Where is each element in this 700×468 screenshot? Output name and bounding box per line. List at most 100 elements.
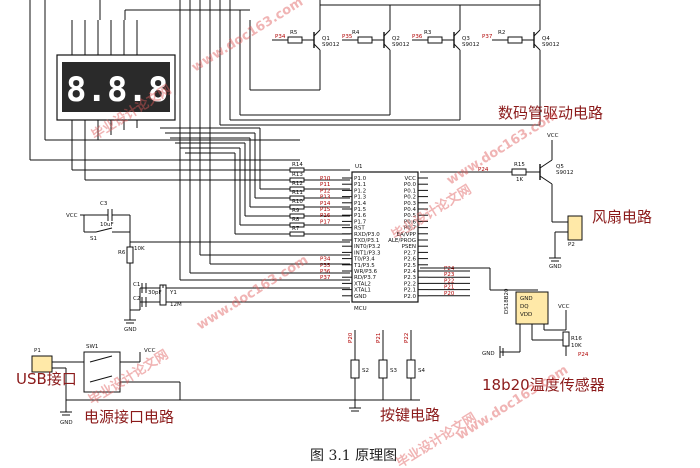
crystal-circuit: C1 C2 30pF Y1 12M GND [124, 282, 350, 333]
mcu-pin-label: P1.3 [354, 195, 367, 201]
mcu-net-label: P21 [444, 285, 454, 291]
mcu-pin-label: XTAL1 [354, 288, 371, 294]
mcu-net-label: P37 [320, 275, 331, 281]
mcu-pin-label: P2.2 [404, 281, 416, 287]
mcu-pin-label: PSEN [402, 244, 416, 250]
resistor-label: R14 [292, 162, 303, 168]
mcu-pin-label: WR/P3.6 [354, 269, 378, 275]
fan-transistor: Q5 [556, 164, 564, 170]
mcu-pin-label: P2.4 [404, 269, 417, 275]
mcu-net-label: P13 [320, 195, 331, 201]
crystal-value: 12M [170, 302, 182, 308]
driver-resistor: R2 [498, 30, 505, 36]
driver-q2: P35 R4 Q2 S9012 [342, 29, 410, 90]
resistor-label: R7 [292, 226, 300, 232]
reset-vcc: VCC [66, 213, 78, 219]
segment-resistors: R14 R13 R12 R11 R10 R9 R8 R7 [289, 162, 350, 237]
fan-transistor-type: S9012 [556, 170, 574, 176]
driver-net: P34 [275, 34, 286, 40]
reset-cap-value: 10uF [100, 222, 114, 228]
fan-connector: P2 [568, 242, 575, 248]
label-display-driver: 数码管驱动电路 [498, 104, 603, 122]
driver-net: P35 [342, 34, 353, 40]
mcu-net-label: P34 [320, 257, 331, 263]
mcu-pin-label: T0/P3.4 [353, 257, 375, 263]
resistor-label: R10 [292, 199, 303, 205]
mcu-pin-label: RD/P3.7 [354, 275, 376, 281]
mcu-pin-label: P1.4 [354, 201, 367, 207]
fan-circuit: VCC R15 1K Q5 S9012 P2 GND P24 [420, 133, 583, 270]
mcu-pin-label: ALE/PROG [388, 238, 416, 244]
mcu-net-label: P23 [444, 272, 455, 278]
power-gnd: GND [60, 420, 73, 426]
mcu-pin-label: P2.3 [404, 275, 417, 281]
p3-bus [179, 0, 350, 281]
ds18b20-pin: GND [520, 296, 533, 302]
driver-type: S9012 [322, 42, 340, 48]
mcu-net-label: P12 [320, 188, 330, 194]
mcu-pin-label: P1.0 [354, 176, 367, 182]
mcu-pin-label: P1.5 [354, 207, 367, 213]
watermark: www.doc163.com [194, 253, 311, 334]
mcu-net-label: P24 [444, 266, 455, 272]
mcu-pin-label: P2.6 [404, 257, 417, 263]
key-switch: S3 [390, 368, 397, 374]
mcu-pin-label: P0.5 [404, 213, 417, 219]
reset-cap: C3 [100, 201, 108, 207]
display-digits: 8.8.8.8. [66, 70, 230, 110]
resistor-label: R8 [292, 217, 300, 223]
crystal-c2: C2 [133, 296, 140, 302]
key-net: P22 [404, 333, 410, 343]
mcu-pin-label: GND [354, 294, 367, 300]
ds18b20-net: P24 [578, 352, 589, 358]
mcu-pin-label: P2.1 [404, 288, 416, 294]
reset-switch: S1 [90, 236, 97, 242]
ds18b20-resistor-value: 10K [571, 343, 582, 349]
label-fan: 风扇电路 [592, 208, 652, 226]
ds18b20-chip: DS18B20 [504, 288, 510, 314]
mcu-pin-label: P2.7 [404, 250, 417, 256]
mcu-net-label: P35 [320, 263, 331, 269]
digit-driver-row: P34 R5 Q1 S9012 P35 R4 Q2 S9012 [219, 0, 560, 126]
mcu-pin-label: P0.6 [404, 219, 417, 225]
driver-type: S9012 [392, 42, 410, 48]
key-switch: S2 [362, 368, 369, 374]
mcu-pin-label: P1.2 [354, 188, 366, 194]
ds18b20-pin: DQ [520, 304, 529, 310]
crystal-cap-value: 30pF [148, 290, 162, 296]
fan-net: P24 [478, 167, 489, 173]
ds18b20-circuit: DS18B20 GND DQ VDD VCC R16 10K GND P24 [420, 267, 589, 358]
mcu-pin-label: P0.2 [404, 195, 416, 201]
segment-bus [71, 127, 290, 235]
driver-resistor: R4 [352, 30, 360, 36]
mcu-net-label: P20 [444, 291, 455, 297]
key-net: P21 [376, 333, 382, 343]
fan-vcc: VCC [547, 133, 559, 139]
crystal-c1: C1 [133, 282, 140, 288]
mcu-ref: U1 [355, 164, 363, 170]
power-vcc: VCC [144, 348, 156, 354]
power-switch: SW1 [86, 344, 98, 350]
crystal-ref: Y1 [169, 290, 177, 296]
mcu-pin-label: P2.0 [404, 294, 417, 300]
label-power: 电源接口电路 [84, 408, 174, 426]
mcu-right-pins: VCCP0.0P0.1P0.2P0.3P0.4P0.5P0.6P0.7EA/VP… [388, 176, 470, 300]
driver-type: S9012 [542, 42, 560, 48]
driver-net: P36 [412, 34, 423, 40]
driver-transistor: Q1 [322, 36, 330, 42]
mcu-pin-label: P0.0 [404, 182, 417, 188]
driver-type: S9012 [462, 42, 480, 48]
label-usb: USB接口 [16, 370, 77, 388]
mcu-pin-label: TXD/P3.1 [353, 238, 379, 244]
driver-transistor: Q3 [462, 36, 470, 42]
mcu-pin-label: P2.5 [404, 263, 417, 269]
resistor-label: R9 [292, 208, 300, 214]
mcu-pin-label: RST [354, 226, 365, 232]
seven-segment-display: 8.8.8.8. [29, 0, 300, 161]
mcu-pin-label: P0.1 [404, 188, 416, 194]
ds18b20-resistor: R16 [571, 336, 582, 342]
driver-resistor: R5 [290, 30, 298, 36]
mcu-pin-label: INT1/P3.3 [354, 250, 381, 256]
driver-net: P37 [482, 34, 493, 40]
